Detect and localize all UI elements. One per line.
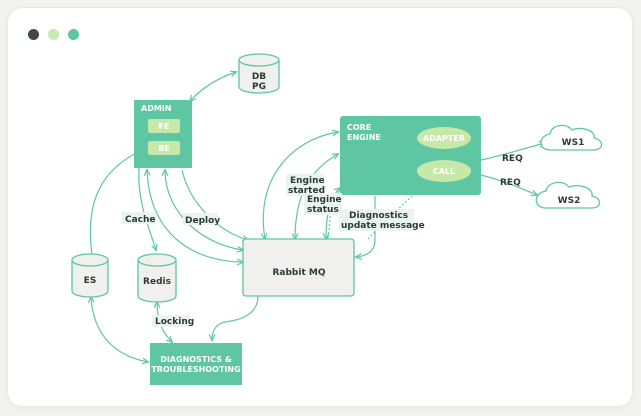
engine-status-label-2: status <box>307 205 339 215</box>
engine-started-label-2: started <box>288 186 325 196</box>
edge-core-ws1 <box>480 143 545 161</box>
es-label: ES <box>84 276 97 286</box>
req-label-1: REQ <box>502 154 523 164</box>
core-label-1: CORE <box>347 123 371 132</box>
diagnostics-update-label-2: update message <box>341 221 425 231</box>
dashed-flow-2 <box>327 195 343 239</box>
admin-label: ADMIN <box>141 104 171 113</box>
core-label-2: ENGINE <box>347 133 381 142</box>
admin-be-box[interactable] <box>148 141 180 155</box>
db-label-1: DB <box>252 72 266 82</box>
dashed-flow-3 <box>367 195 413 240</box>
window-close-dot[interactable] <box>28 29 39 40</box>
edge-rabbit-diag <box>212 295 259 340</box>
edge-es-diag <box>91 297 148 362</box>
es-node[interactable]: ES <box>71 253 109 298</box>
diagnostics-update-label-1: Diagnostics <box>349 211 408 221</box>
call-pill[interactable] <box>417 160 471 182</box>
req-label-2: REQ <box>500 178 521 188</box>
edge-admin-rabbit-deploy <box>181 169 248 240</box>
rabbit-label: Rabbit MQ <box>272 268 325 278</box>
diagnostics-node[interactable]: DIAGNOSTICS & TROUBLESHOOTING <box>150 343 242 385</box>
admin-fe-box[interactable] <box>148 119 180 133</box>
call-label: CALL <box>433 167 455 176</box>
diag-label-1: DIAGNOSTICS & <box>160 355 232 364</box>
admin-fe-label: FE <box>159 122 170 131</box>
ws1-cloud[interactable]: WS1 <box>540 124 603 151</box>
window-minimize-dot[interactable] <box>48 29 59 40</box>
rabbit-mq-node[interactable]: Rabbit MQ <box>242 238 355 297</box>
locking-label: Locking <box>155 317 194 327</box>
cache-label: Cache <box>125 215 156 225</box>
ws2-cloud[interactable]: WS2 <box>535 181 601 209</box>
db-pg-node[interactable]: DB PG <box>238 53 280 94</box>
db-label-2: PG <box>252 82 266 92</box>
edge-rabbit-core-1 <box>263 132 338 239</box>
redis-label: Redis <box>143 277 171 287</box>
edge-core-ws2 <box>480 174 537 195</box>
ws1-label: WS1 <box>562 138 585 148</box>
adapter-pill[interactable] <box>417 127 471 149</box>
edge-es-admin <box>89 149 145 256</box>
edge-rabbit-admin-2 <box>165 170 243 250</box>
edge-core-rabbit-diag <box>356 196 376 257</box>
adapter-label: ADAPTER <box>423 134 465 143</box>
diag-label-2: TROUBLESHOOTING <box>151 365 240 374</box>
window-maximize-dot[interactable] <box>68 29 79 40</box>
deploy-label: Deploy <box>185 216 220 226</box>
engine-started-label-1: Engine <box>290 176 325 186</box>
engine-status-label-1: Engine <box>307 195 342 205</box>
ws2-label: WS2 <box>558 196 581 206</box>
redis-node[interactable]: Redis <box>137 253 177 303</box>
edge-admin-db <box>190 72 236 101</box>
core-engine-node[interactable]: CORE ENGINE ADAPTER CALL <box>340 116 481 195</box>
admin-be-label: BE <box>158 144 170 153</box>
admin-node[interactable]: ADMIN FE BE <box>134 100 192 168</box>
